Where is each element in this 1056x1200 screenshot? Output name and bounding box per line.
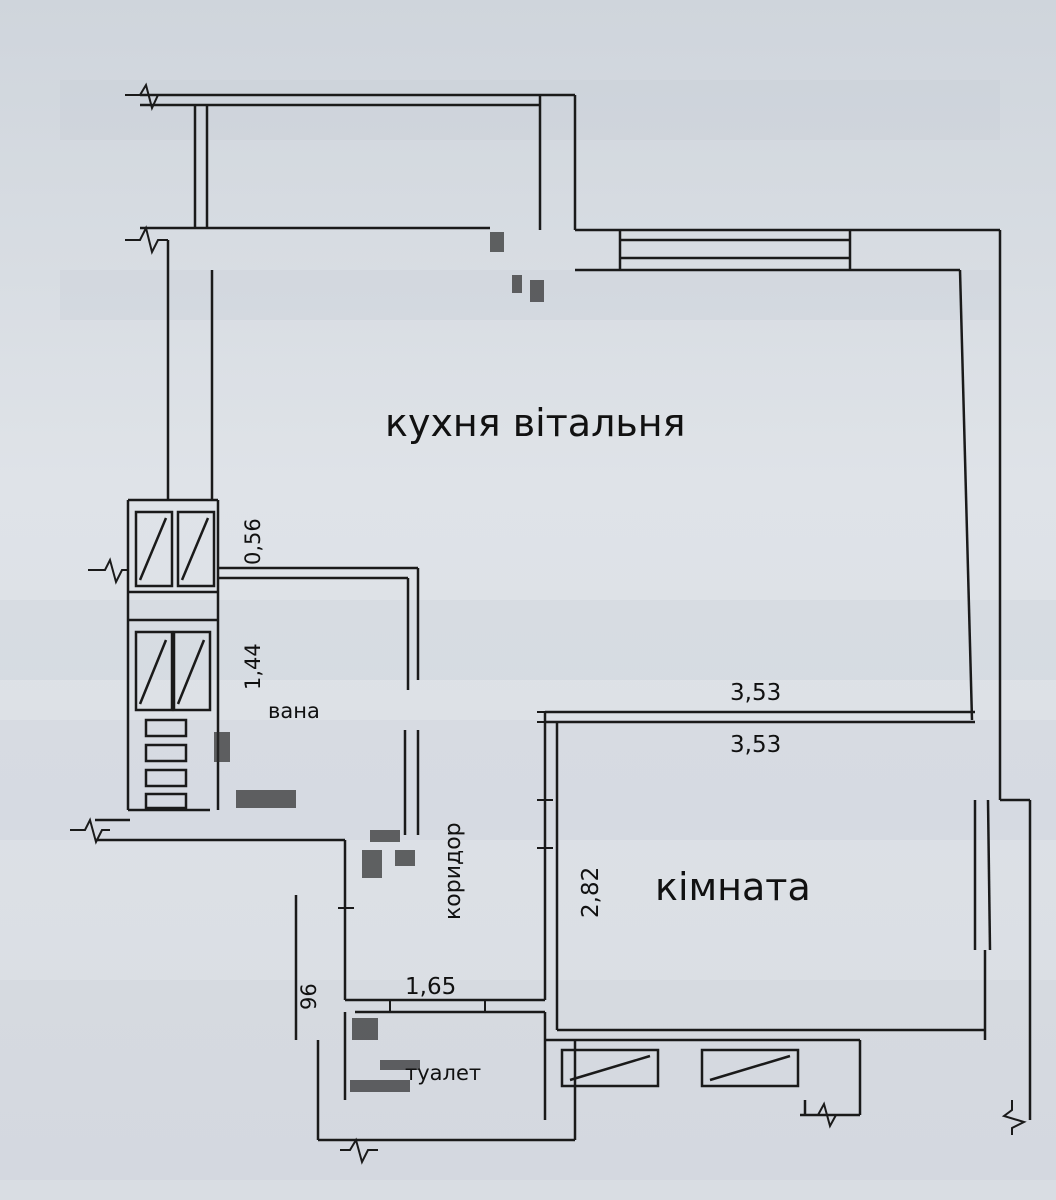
dimension-duct-upper: 0,56 [241, 518, 265, 565]
dimension-toilet-side: 96 [297, 983, 321, 1010]
room-label-bathroom: вана [268, 699, 320, 723]
break-line-symbols [70, 82, 1027, 1165]
dimension-duct-lower: 1,44 [241, 643, 265, 690]
dimension-room-width: 3,53 [730, 732, 781, 758]
dimension-corridor-width: 1,65 [405, 974, 456, 1000]
fixture-marks [214, 232, 544, 1092]
ventilation-ducts [134, 510, 800, 1088]
dimension-room-depth: 2,82 [578, 867, 604, 918]
dimension-ticks [338, 711, 553, 1012]
room-label-kitchen-living: кухня вітальня [385, 401, 685, 445]
background-bleed-text [0, 80, 1056, 1180]
room-label-room: кімната [655, 865, 811, 909]
dimension-kitchen-width: 3,53 [730, 680, 781, 706]
room-label-toilet: туалет [405, 1061, 481, 1085]
walls [95, 93, 1032, 1142]
room-label-corridor: коридор [441, 822, 466, 920]
